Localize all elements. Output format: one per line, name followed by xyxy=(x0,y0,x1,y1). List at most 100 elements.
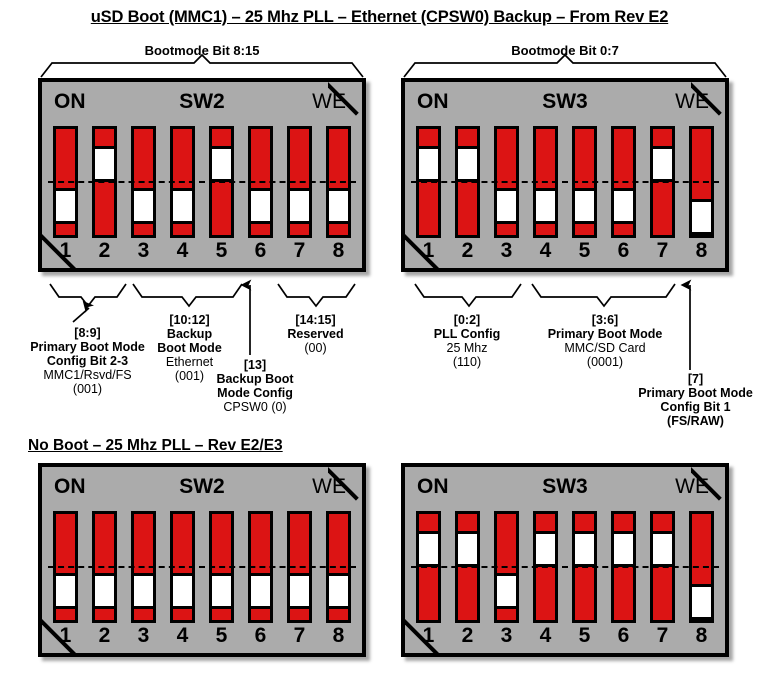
switch-number-row: 1 2 3 4 5 6 7 8 xyxy=(416,240,714,266)
annotation-bits-10-12: [10:12] Backup Boot Mode Ethernet (001) xyxy=(132,313,247,383)
switch-number: 4 xyxy=(176,624,189,647)
slider-thumb[interactable] xyxy=(173,188,192,224)
slider-thumb[interactable] xyxy=(458,531,477,567)
annotation-line1: Backup Boot xyxy=(216,372,294,386)
switch-number: 2 xyxy=(461,239,474,262)
switch-number: 6 xyxy=(254,239,267,262)
switch-number: 7 xyxy=(656,239,669,262)
annotation-line3: Ethernet xyxy=(165,355,214,369)
switch-number: 2 xyxy=(461,624,474,647)
slider-thumb[interactable] xyxy=(56,573,75,609)
switch-number: 3 xyxy=(137,239,150,262)
slider-thumb[interactable] xyxy=(536,188,555,224)
slider-thumb[interactable] xyxy=(614,531,633,567)
slider-thumb[interactable] xyxy=(497,573,516,609)
slider-thumb[interactable] xyxy=(329,573,348,609)
dip-switch-block-sw3-top[interactable]: ON SW3 WE 1 2 3 4 5 6 7 8 xyxy=(401,78,729,272)
brace-bits-3-6 xyxy=(531,283,676,308)
annotation-bits: [14:15] xyxy=(295,313,336,327)
slider-thumb[interactable] xyxy=(497,188,516,224)
annotation-line3: (FS/RAW) xyxy=(667,414,724,428)
annotation-line1: Primary Boot Mode xyxy=(30,340,145,354)
slider-thumb[interactable] xyxy=(575,531,594,567)
switch-number: 7 xyxy=(293,624,306,647)
dip-switch-block-sw2-bottom[interactable]: ON SW2 WE 1 2 3 4 5 6 7 8 xyxy=(38,463,366,657)
annotation-line3: (110) xyxy=(452,355,482,369)
annotation-bit-13: [13] Backup Boot Mode Config CPSW0 (0) xyxy=(199,358,311,414)
switch-number: 6 xyxy=(254,624,267,647)
switch-number: 1 xyxy=(59,624,72,647)
switch-number: 8 xyxy=(332,624,345,647)
slider-thumb[interactable] xyxy=(290,188,309,224)
slider-thumb[interactable] xyxy=(212,146,231,182)
slider-thumb[interactable] xyxy=(134,573,153,609)
slider-thumb[interactable] xyxy=(329,188,348,224)
slider-thumb[interactable] xyxy=(134,188,153,224)
switch-number: 7 xyxy=(656,624,669,647)
we-label: WE xyxy=(312,475,346,498)
slider-thumb[interactable] xyxy=(575,188,594,224)
annotation-line1: Primary Boot Mode xyxy=(638,386,753,400)
slider-thumb[interactable] xyxy=(251,188,270,224)
block-name-label: SW2 xyxy=(179,90,225,113)
annotation-line2: Boot Mode xyxy=(157,341,222,355)
on-label: ON xyxy=(417,475,449,498)
annotation-line4: (001) xyxy=(174,369,205,383)
center-dashed-line xyxy=(411,566,719,568)
annotation-line3: MMC1/Rsvd/FS xyxy=(43,368,132,382)
slider-thumb[interactable] xyxy=(692,199,711,235)
slider-thumb[interactable] xyxy=(692,584,711,620)
slider-thumb[interactable] xyxy=(614,188,633,224)
annotation-line1: Primary Boot Mode xyxy=(547,327,663,341)
brace-bits-8-9 xyxy=(49,283,127,308)
switch-number-row: 1 2 3 4 5 6 7 8 xyxy=(53,240,351,266)
center-dashed-line xyxy=(48,181,356,183)
brace-bootmode-8-15 xyxy=(40,53,364,78)
annotation-line3: (0001) xyxy=(586,355,624,369)
annotation-line2: MMC/SD Card xyxy=(564,341,646,355)
switch-number: 8 xyxy=(332,239,345,262)
slider-thumb[interactable] xyxy=(419,146,438,182)
switch-number: 5 xyxy=(578,624,591,647)
slider-thumb[interactable] xyxy=(653,146,672,182)
annotation-line1: PLL Config xyxy=(433,327,501,341)
block-name-label: SW3 xyxy=(542,90,588,113)
switch-number-row: 1 2 3 4 5 6 7 8 xyxy=(53,625,351,651)
slider-thumb[interactable] xyxy=(653,531,672,567)
slider-thumb[interactable] xyxy=(290,573,309,609)
block-name-label: SW3 xyxy=(542,475,588,498)
switch-number: 4 xyxy=(539,624,552,647)
dip-switch-block-sw3-bottom[interactable]: ON SW3 WE 1 2 3 4 5 6 7 8 xyxy=(401,463,729,657)
slider-thumb[interactable] xyxy=(419,531,438,567)
center-dashed-line xyxy=(48,566,356,568)
slider-thumb[interactable] xyxy=(536,531,555,567)
switch-number: 4 xyxy=(539,239,552,262)
annotation-bits: [8:9] xyxy=(74,326,101,340)
annotation-line4: (001) xyxy=(72,382,103,396)
switch-number: 6 xyxy=(617,624,630,647)
slider-thumb[interactable] xyxy=(212,573,231,609)
switch-number: 8 xyxy=(695,624,708,647)
slider-thumb[interactable] xyxy=(56,188,75,224)
switch-number-row: 1 2 3 4 5 6 7 8 xyxy=(416,625,714,651)
annotation-line2: Mode Config xyxy=(217,386,293,400)
brace-bits-14-15 xyxy=(277,283,356,308)
annotation-bits: [3:6] xyxy=(591,313,619,327)
dip-switch-block-sw2-top[interactable]: ON SW2 WE 1 2 3 4 5 6 7 8 xyxy=(38,78,366,272)
slider-thumb[interactable] xyxy=(458,146,477,182)
annotation-bit-7: [7] Primary Boot Mode Config Bit 1 (FS/R… xyxy=(632,372,759,428)
annotation-bits-8-9: [8:9] Primary Boot Mode Config Bit 2-3 M… xyxy=(0,326,175,396)
slider-thumb[interactable] xyxy=(95,573,114,609)
switch-number: 3 xyxy=(137,624,150,647)
annotation-bits-0-2: [0:2] PLL Config 25 Mhz (110) xyxy=(412,313,522,369)
brace-bootmode-0-7 xyxy=(403,53,727,78)
slider-thumb[interactable] xyxy=(251,573,270,609)
slider-thumb[interactable] xyxy=(173,573,192,609)
switch-number: 8 xyxy=(695,239,708,262)
switch-number: 7 xyxy=(293,239,306,262)
annotation-bits-14-15: [14:15] Reserved (00) xyxy=(263,313,368,355)
switch-number: 5 xyxy=(215,624,228,647)
switch-number: 1 xyxy=(422,239,435,262)
slider-thumb[interactable] xyxy=(95,146,114,182)
